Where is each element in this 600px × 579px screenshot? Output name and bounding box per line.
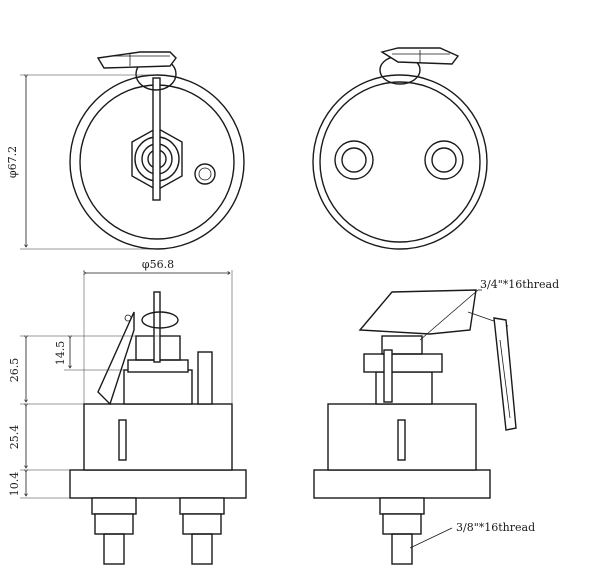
callout-lower-thread: 3/8"*16thread	[409, 521, 535, 549]
top-diameter-label: φ67.2	[6, 146, 19, 178]
side-view-left	[69, 291, 247, 565]
key-cap	[96, 51, 177, 69]
terminal-right	[179, 497, 225, 565]
side-view-right	[313, 289, 517, 565]
upper-thread-label: 3/4"*16thread	[480, 278, 559, 291]
body-height-label: 25.4	[8, 425, 21, 450]
top-view-left	[69, 51, 245, 250]
base-height-label: 10.4	[8, 472, 21, 497]
dimension-stack: 26.5 14.5 25.4 10.4	[8, 336, 180, 499]
key-pin	[152, 77, 161, 201]
callout-upper-thread: 3/4"*16thread	[419, 278, 559, 341]
terminal-left-top	[334, 140, 374, 180]
dimension-top-diameter: φ67.2	[6, 75, 157, 250]
lower-thread-label: 3/8"*16thread	[456, 521, 535, 534]
terminal-right-top	[424, 140, 464, 180]
side-diameter-label: φ56.8	[142, 258, 174, 271]
thread-height-label: 14.5	[54, 341, 67, 366]
key-cover	[358, 289, 477, 335]
switch-body	[83, 403, 233, 471]
upper-height-label: 26.5	[8, 358, 21, 383]
bottom-view-right	[312, 47, 488, 250]
small-ring	[194, 163, 216, 185]
dimension-side-diameter: φ56.8	[84, 258, 233, 404]
terminal-left	[91, 497, 137, 565]
upper-thread	[381, 335, 423, 355]
base-plate	[69, 469, 247, 499]
